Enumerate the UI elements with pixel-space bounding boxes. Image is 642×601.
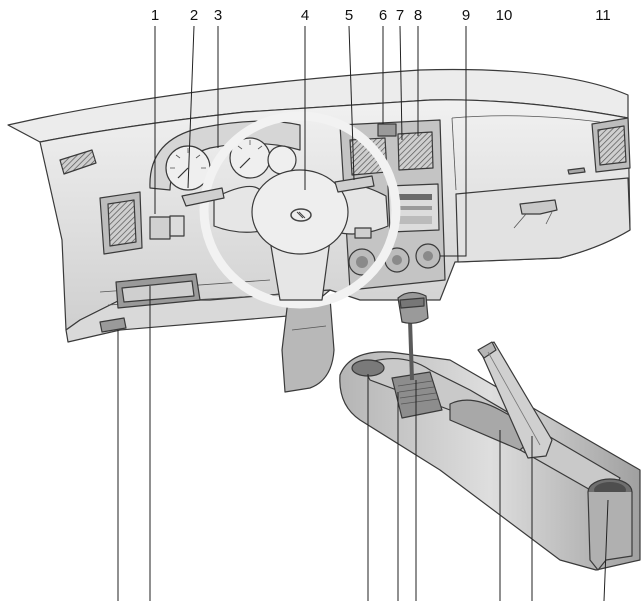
callout-6: 6: [379, 7, 387, 24]
callout-2: 2: [190, 7, 198, 24]
center-air-vent-right: [397, 131, 434, 171]
callout-5: 5: [345, 7, 353, 24]
air-vent-right: [591, 117, 631, 173]
callout-11: 11: [595, 7, 611, 24]
steering-column: [281, 297, 335, 393]
callout-4: 4: [301, 7, 309, 24]
front-cup-holder: [351, 359, 385, 377]
callout-9: 9: [462, 7, 470, 24]
callout-10: 10: [496, 7, 513, 24]
callout-3: 3: [214, 7, 222, 24]
side-defroster-vent-left: [59, 149, 97, 175]
callout-8: 8: [414, 7, 422, 24]
callout-7: 7: [396, 7, 404, 24]
light-stalk: [181, 187, 225, 207]
instrument-cluster: [149, 120, 301, 191]
steering-wheel: [199, 111, 401, 309]
glove-box: [455, 167, 631, 263]
shift-indicator-panel: [391, 371, 443, 419]
passenger-airbag-panel: [451, 115, 601, 191]
air-vent-left: [99, 191, 143, 255]
shift-lever: [397, 291, 429, 381]
callout-1: 1: [151, 7, 159, 24]
wiper-stalk: [334, 175, 375, 193]
parking-brake-lever: [477, 341, 553, 459]
hood-release-lever: [99, 317, 127, 333]
switch-panel: [149, 215, 185, 240]
center-console: [339, 351, 641, 571]
hazard-warning-switch: [377, 123, 397, 137]
callout-leaders: [117, 25, 609, 601]
hyundai-logo-icon: [290, 208, 312, 222]
callout-labels: 1 2 3 4 5 6 7 8 9 10 11: [151, 7, 611, 24]
lower-storage-compartment: [115, 273, 201, 309]
